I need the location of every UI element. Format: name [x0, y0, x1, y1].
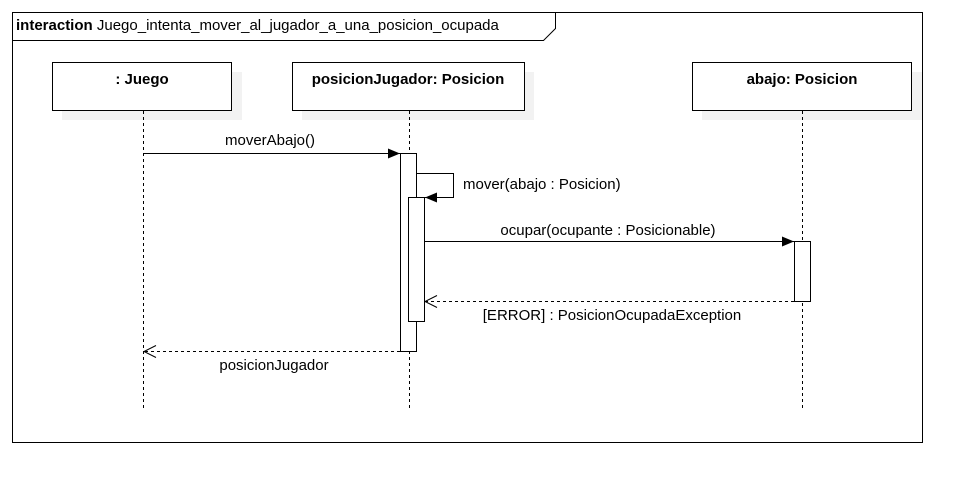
lifeline-abajo: abajo: Posicion [692, 62, 922, 410]
lifeline-label: posicionJugador: Posicion [312, 71, 505, 88]
lifeline-juego: : Juego [52, 62, 242, 410]
activation-bar-abajo[interactable] [794, 241, 811, 302]
message-mover-self: mover(abajo : Posicion) [416, 173, 621, 203]
interaction-frame: interaction Juego_intenta_mover_al_jugad… [12, 12, 923, 443]
message-label: mover(abajo : Posicion) [463, 176, 621, 193]
frame-label: interaction Juego_intenta_mover_al_jugad… [16, 17, 500, 34]
frame-keyword: interaction [16, 17, 93, 34]
message-posicion-jugador-return: posicionJugador [142, 345, 400, 374]
activation-bar-posicion-jugador-nested[interactable] [408, 197, 425, 322]
message-label: [ERROR] : PosicionOcupadaException [483, 307, 741, 324]
message-error-return: [ERROR] : PosicionOcupadaException [423, 295, 794, 324]
message-label: posicionJugador [219, 357, 328, 374]
lifeline-label: abajo: Posicion [747, 71, 858, 88]
message-label: moverAbajo() [225, 132, 315, 149]
message-label: ocupar(ocupante : Posicionable) [500, 222, 715, 239]
frame-label-pentagon [12, 12, 556, 41]
open-arrowhead [142, 345, 157, 358]
lifeline-posicion-jugador: posicionJugador: Posicion [292, 62, 534, 410]
lifeline-head[interactable] [292, 62, 525, 111]
message-mover-abajo: moverAbajo() [143, 132, 400, 159]
lifeline-head[interactable] [52, 62, 232, 111]
frame-name: Juego_intenta_mover_al_jugador_a_una_pos… [97, 17, 500, 34]
lifeline-head[interactable] [692, 62, 912, 111]
message-arrow[interactable] [416, 173, 454, 203]
message-ocupar: ocupar(ocupante : Posicionable) [424, 222, 794, 247]
lifeline-label: : Juego [115, 71, 168, 88]
open-arrowhead [423, 295, 438, 308]
